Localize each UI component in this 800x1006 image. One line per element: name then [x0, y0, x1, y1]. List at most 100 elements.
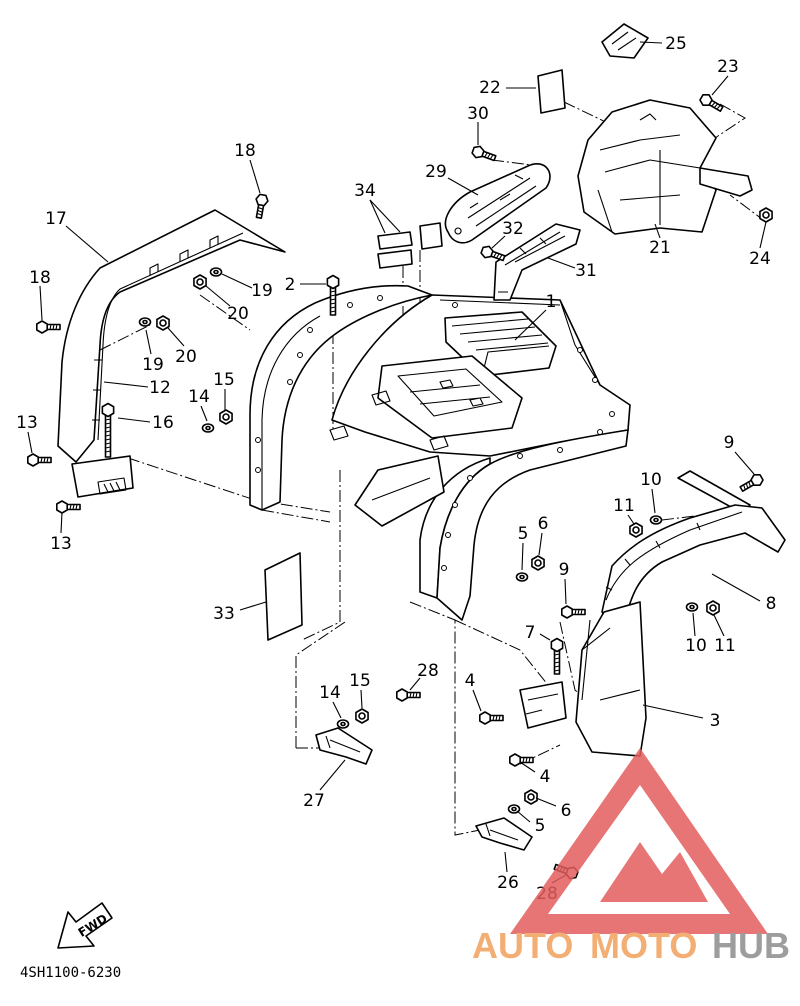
mounting-hole: [307, 327, 313, 333]
leader-line: [39, 285, 43, 321]
rear-guard-upper-detail: [597, 113, 701, 233]
storage-tray-detail: [329, 368, 503, 451]
assembly-line: [711, 103, 746, 141]
callout-32: 32: [502, 219, 524, 239]
clip: [601, 23, 649, 59]
leader-line: [27, 431, 33, 454]
mounting-hole: [577, 347, 583, 353]
label-plate: [537, 69, 566, 114]
leader-line: [711, 75, 729, 96]
leader-line: [447, 177, 479, 196]
fwd-arrow-icon: FWD: [57, 902, 113, 949]
watermark-text-moto: MOTO: [590, 925, 697, 966]
bolt: [36, 320, 61, 334]
assembly-line: [199, 294, 251, 331]
leader-line: [734, 451, 755, 475]
nut: [706, 600, 720, 616]
bolt: [326, 274, 340, 316]
leader-line: [249, 159, 261, 194]
nut: [193, 274, 207, 290]
callout-6: 6: [538, 514, 549, 534]
callout-33: 33: [213, 604, 235, 624]
clip-detail: [611, 31, 637, 51]
leader-line: [472, 689, 482, 712]
callout-15: 15: [213, 370, 235, 390]
rear-guard-upper: [577, 99, 717, 235]
washer: [685, 602, 699, 612]
reflector-plate: [444, 163, 551, 244]
leader-line: [759, 221, 767, 249]
leader-line: [639, 41, 663, 44]
leader-line: [711, 573, 761, 602]
nut: [759, 207, 773, 223]
leader-line: [692, 612, 696, 637]
callout-4: 4: [540, 767, 551, 787]
stay-bracket-detail: [498, 231, 566, 293]
mounting-hole: [441, 565, 447, 571]
callouts: 25 22 23 30 18 29 34 17 32 21 24 31 18 2…: [16, 34, 776, 904]
callout-2: 2: [285, 275, 296, 295]
bolt: [739, 474, 764, 492]
mounting-hole: [517, 453, 523, 459]
mounting-hole: [467, 475, 473, 481]
leader-line: [504, 851, 508, 873]
rear-fender-deck-edge: [439, 299, 601, 386]
leader-line: [221, 273, 253, 289]
washer: [336, 719, 350, 729]
washer: [649, 515, 663, 525]
rear-mud-flap-center-detail: [371, 477, 431, 501]
mounting-holes: [255, 295, 615, 571]
callout-11: 11: [714, 636, 736, 656]
bolt: [255, 193, 269, 219]
washer: [515, 572, 529, 582]
stay-bracket: [493, 223, 581, 301]
mounting-hole: [452, 302, 458, 308]
rear-fender-right-arch: [436, 429, 629, 621]
leader-line: [535, 797, 557, 807]
leader-line: [521, 542, 524, 571]
mounting-hole: [255, 437, 261, 443]
callout-14: 14: [319, 683, 341, 703]
callout-9: 9: [724, 433, 735, 453]
bracket-rear-left-detail: [325, 735, 361, 753]
callout-20: 20: [175, 347, 197, 367]
leader-line: [654, 223, 661, 239]
callout-24: 24: [749, 249, 771, 269]
callout-13: 13: [50, 534, 72, 554]
assembly-line: [409, 601, 481, 836]
seat-base-ribs: [451, 318, 550, 377]
nut: [355, 708, 369, 724]
leader-line: [627, 514, 635, 525]
leader-line: [514, 309, 547, 341]
leader-line: [65, 225, 109, 263]
watermark-logo-inner: [600, 842, 708, 902]
mounting-hole: [297, 352, 303, 358]
damper-pad: [419, 222, 443, 250]
drawing-code: 4SH1100-6230: [20, 965, 121, 981]
assembly-line: [295, 621, 346, 748]
mud-flap-right-detail: [581, 619, 641, 701]
leader-line: [332, 701, 342, 719]
nut: [531, 555, 545, 571]
bracket-rear-right: [475, 817, 533, 851]
mounting-hole: [452, 502, 458, 508]
callout-22: 22: [479, 78, 501, 98]
bolt: [101, 402, 115, 458]
mounting-hole: [347, 302, 353, 308]
watermark-text-hub: HUB: [712, 925, 790, 966]
leader-line: [491, 235, 506, 249]
assembly-line: [454, 619, 561, 701]
leader-line: [539, 633, 551, 641]
callout-20: 20: [227, 304, 249, 324]
bolt: [550, 637, 564, 675]
leader-line: [642, 704, 704, 719]
automotohub-logo-icon: AUTO MOTO HUB: [472, 748, 790, 966]
leader-line: [547, 257, 576, 269]
watermark-text-auto: AUTO: [472, 925, 573, 966]
callout-16: 16: [152, 413, 174, 433]
reflector-plate-detail: [454, 174, 537, 235]
callout-4: 4: [465, 671, 476, 691]
leader-line: [319, 759, 346, 791]
mounting-hole: [377, 295, 383, 301]
